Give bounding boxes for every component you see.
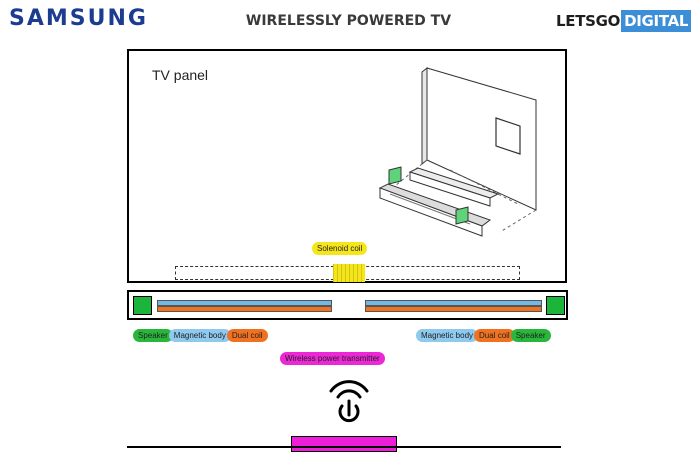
left-dual-coil xyxy=(157,306,332,312)
tv-panel-label: TV panel xyxy=(152,67,209,83)
base-unit xyxy=(127,290,568,320)
legend-dual-coil-right: Dual coil xyxy=(474,329,515,342)
legend-speaker-right: Speaker xyxy=(510,329,551,342)
letsgo-digital-logo: LETSGO DIGITAL xyxy=(556,10,692,32)
left-legend: Speaker Magnetic body Dual coil xyxy=(133,329,268,342)
wireless-power-transmitter-label: Wireless power transmitter xyxy=(280,352,385,365)
solenoid-coil xyxy=(333,264,365,282)
samsung-brand: SAMSUNG xyxy=(9,6,148,31)
right-dual-coil xyxy=(365,306,542,312)
ground-line xyxy=(127,446,561,448)
solenoid-coil-label: Solenoid coil xyxy=(312,242,368,255)
right-magnetic-body xyxy=(365,300,542,306)
tv-illustration-icon xyxy=(378,66,537,237)
page-title: WIRELESSLY POWERED TV xyxy=(245,13,452,29)
tv-panel-frame xyxy=(127,49,567,283)
legend-dual-coil-left: Dual coil xyxy=(226,329,268,342)
left-magnetic-body xyxy=(157,300,332,306)
legend-speaker-left: Speaker xyxy=(133,329,173,342)
right-speaker xyxy=(546,296,565,315)
legend-magnetic-body-right: Magnetic body xyxy=(416,329,479,342)
right-legend: Magnetic body Dual coil Speaker xyxy=(416,329,551,342)
logo-text-left: LETSGO xyxy=(556,12,621,30)
left-speaker xyxy=(133,296,152,315)
legend-magnetic-body-left: Magnetic body xyxy=(168,329,231,342)
wireless-power-icon xyxy=(329,380,369,423)
logo-text-right: DIGITAL xyxy=(621,10,692,32)
